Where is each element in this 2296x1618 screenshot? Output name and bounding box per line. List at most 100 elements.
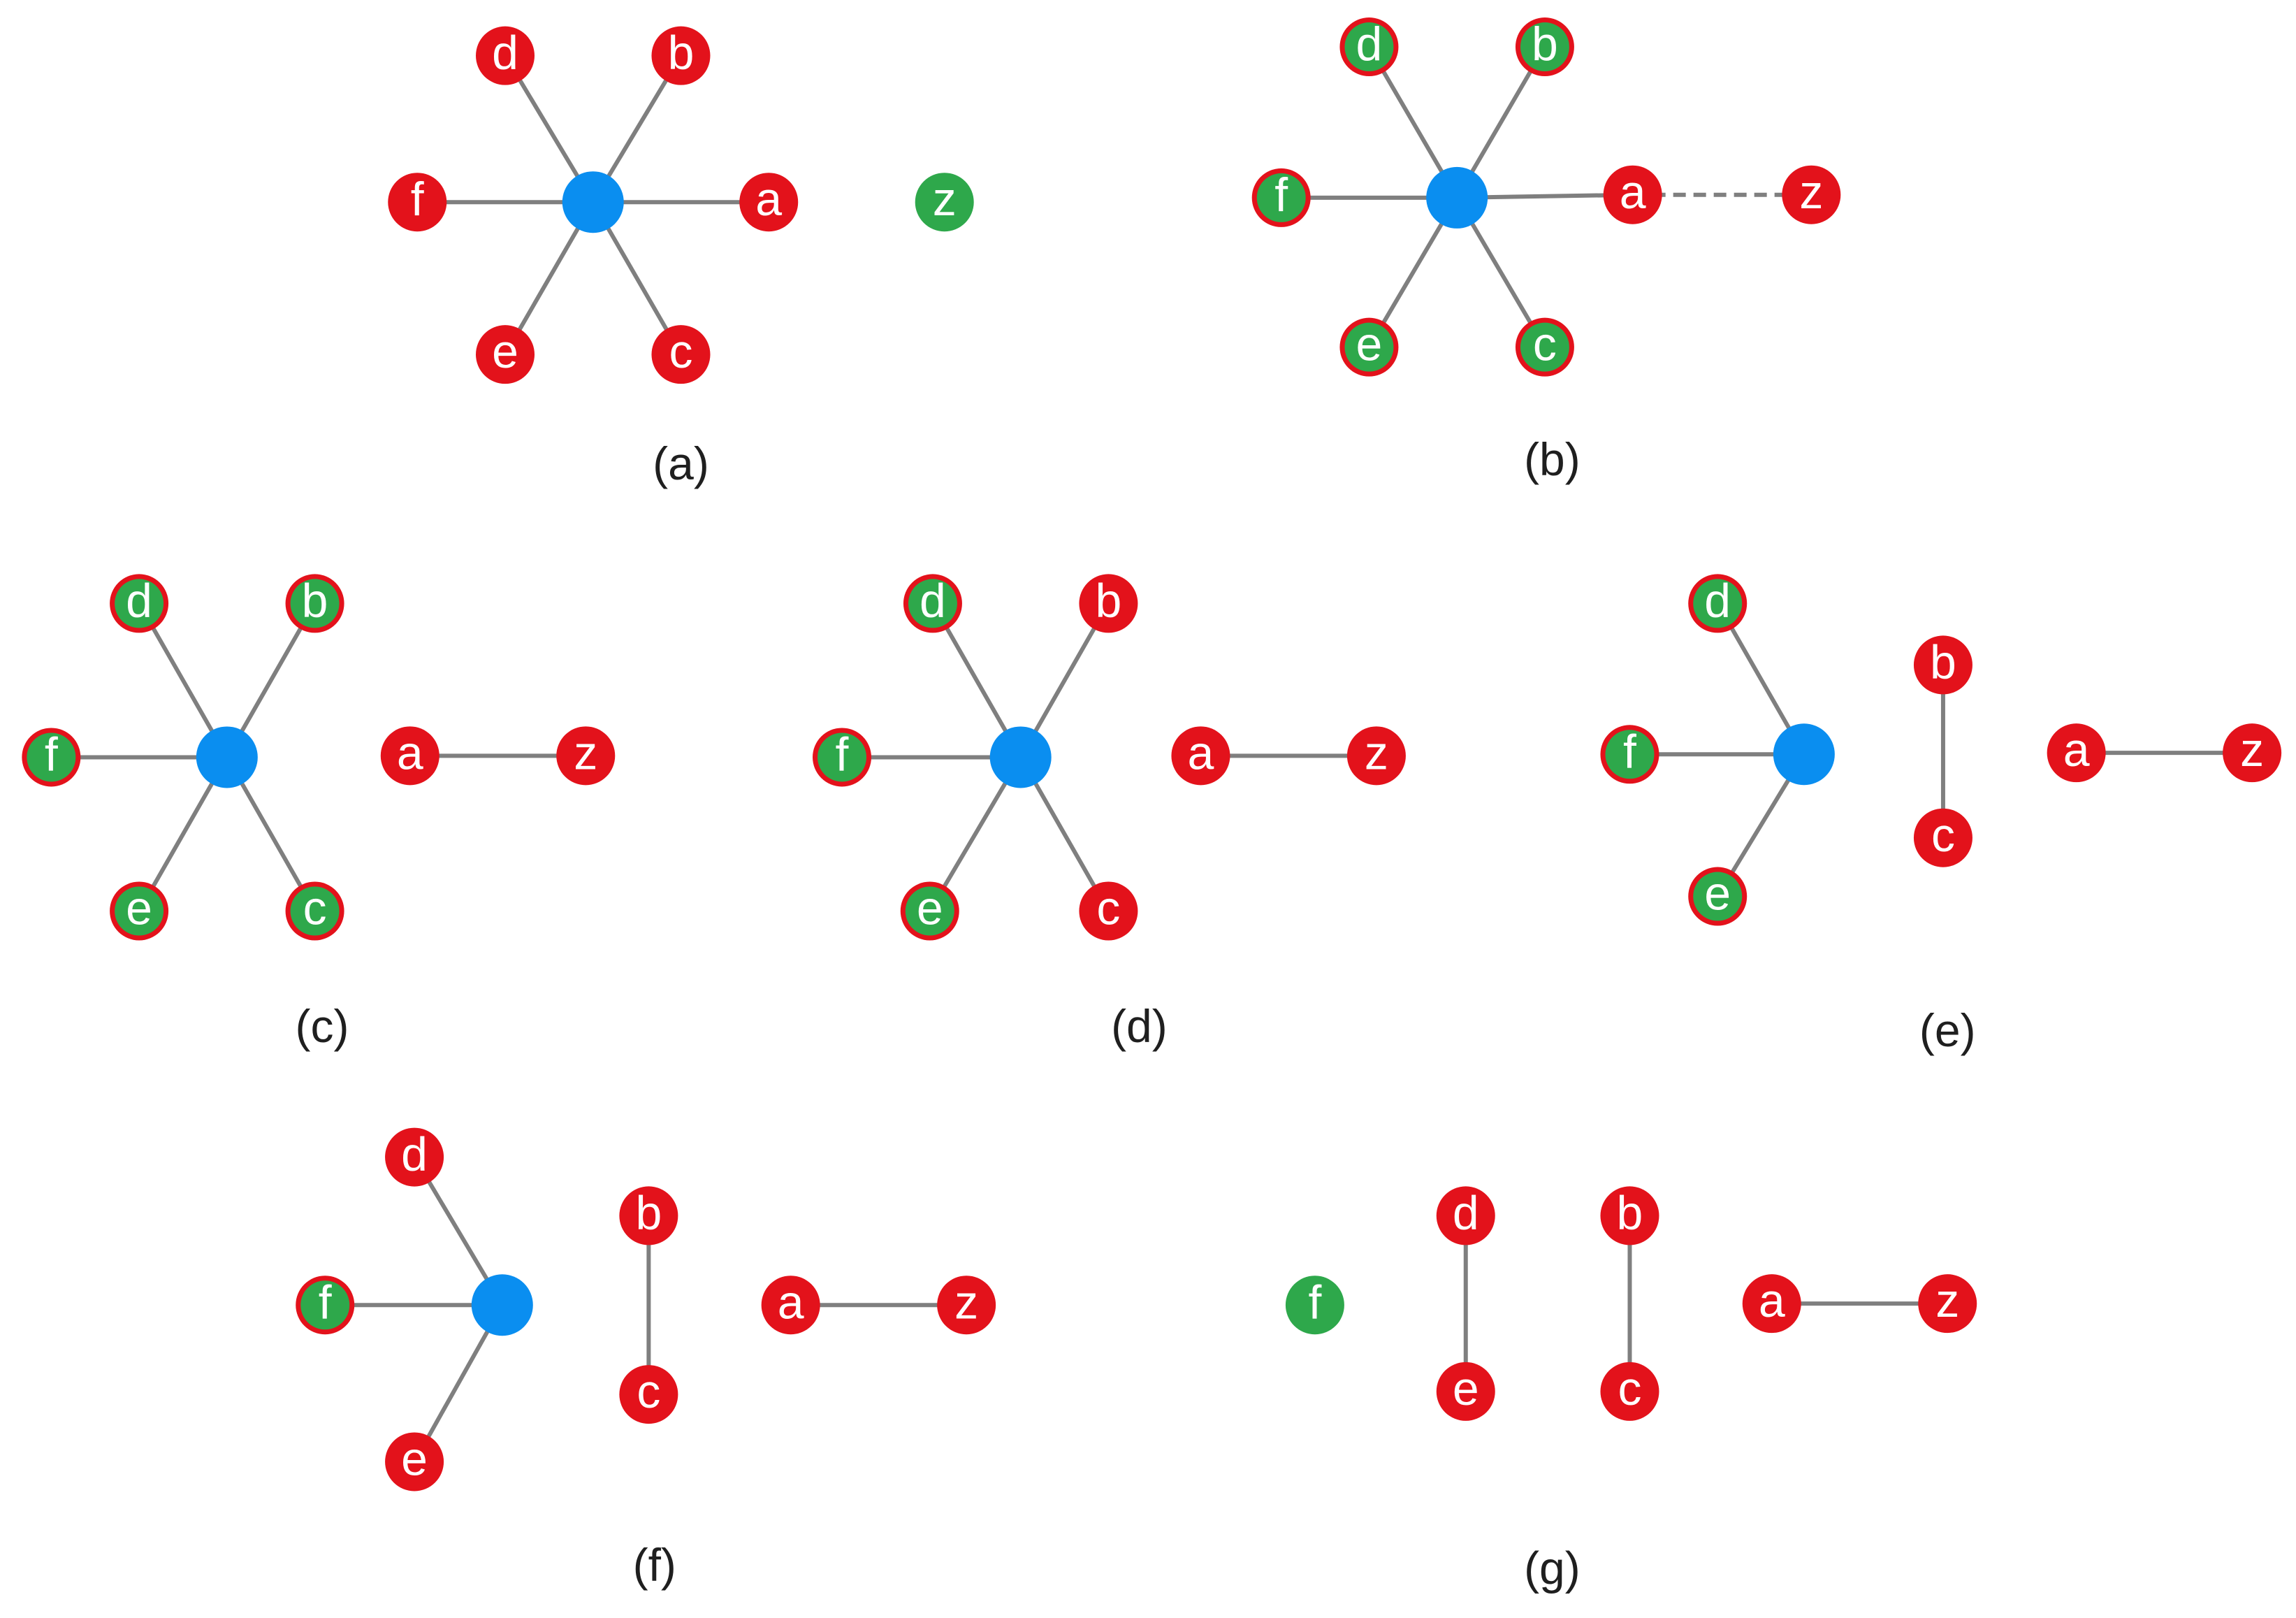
- hub-circle: [196, 726, 258, 788]
- node-d: d: [110, 574, 169, 633]
- node-circle: [1600, 1361, 1659, 1421]
- node-circle: [290, 579, 340, 628]
- node-circle: [1079, 881, 1138, 941]
- node-label: e: [1704, 867, 1731, 920]
- node-label: e: [917, 882, 943, 935]
- node-label: z: [574, 726, 597, 779]
- node-e: e: [1339, 317, 1399, 377]
- node-label: f: [411, 173, 424, 226]
- node-circle: [388, 173, 447, 232]
- node-e: e: [476, 325, 535, 384]
- panel-caption: (e): [1919, 1004, 1976, 1056]
- node-label: z: [1935, 1274, 1959, 1327]
- node-circle: [739, 173, 799, 232]
- node-label: d: [126, 574, 152, 627]
- node-z: z: [1782, 165, 1841, 224]
- node-f: f: [22, 728, 81, 787]
- node-label: d: [1356, 17, 1383, 71]
- node-a: a: [739, 173, 799, 232]
- node-label: a: [2063, 723, 2090, 777]
- node-label: b: [1930, 635, 1956, 688]
- node-circle: [1346, 726, 1406, 786]
- node-circle: [937, 1276, 996, 1335]
- panel-caption: (b): [1524, 433, 1581, 485]
- node-circle: [1344, 22, 1394, 72]
- panel-caption: (a): [653, 438, 709, 489]
- node-label: c: [303, 882, 327, 935]
- hub-circle: [471, 1274, 533, 1336]
- node-a: a: [380, 726, 439, 786]
- hub-circle: [1426, 166, 1488, 229]
- node-circle: [915, 173, 974, 232]
- node-circle: [1918, 1274, 1977, 1334]
- node-label: d: [1704, 574, 1731, 627]
- node-label: z: [1799, 166, 1823, 219]
- node-label: f: [319, 1276, 332, 1329]
- node-z: z: [1346, 726, 1406, 786]
- node-label: b: [1096, 574, 1122, 627]
- node-label: f: [1308, 1276, 1321, 1329]
- node-circle: [2223, 723, 2282, 783]
- node-d: d: [903, 574, 962, 633]
- node-circle: [300, 1280, 350, 1330]
- node-circle: [27, 732, 76, 782]
- node-circle: [619, 1186, 678, 1245]
- node-z: z: [915, 173, 974, 232]
- node-circle: [115, 579, 164, 628]
- node-circle: [476, 26, 535, 85]
- node-label: c: [1096, 882, 1120, 935]
- node-label: f: [836, 728, 849, 781]
- node-d: d: [1339, 17, 1399, 77]
- node-circle: [1693, 872, 1743, 921]
- node-circle: [1782, 165, 1841, 224]
- node-e: e: [900, 881, 959, 941]
- hub-circle: [989, 726, 1052, 788]
- node-label: a: [1620, 166, 1646, 219]
- node-label: c: [637, 1365, 660, 1418]
- node-circle: [1285, 1276, 1344, 1335]
- node-label: a: [778, 1276, 804, 1329]
- node-label: c: [1618, 1362, 1641, 1415]
- node-e: e: [1436, 1361, 1495, 1421]
- node-circle: [1605, 730, 1655, 779]
- node-circle: [1171, 726, 1230, 786]
- hub-circle: [1773, 723, 1835, 786]
- hub-node: [196, 726, 258, 788]
- node-c: c: [1600, 1361, 1659, 1421]
- node-d: d: [385, 1127, 444, 1187]
- node-circle: [651, 26, 711, 85]
- node-a: a: [761, 1276, 820, 1335]
- node-circle: [619, 1365, 678, 1424]
- node-z: z: [556, 726, 616, 786]
- node-b: b: [651, 26, 711, 85]
- node-circle: [1256, 173, 1306, 222]
- node-f: f: [1285, 1276, 1344, 1335]
- node-f: f: [296, 1276, 355, 1335]
- node-circle: [385, 1127, 444, 1187]
- node-c: c: [285, 881, 344, 941]
- node-circle: [2047, 723, 2106, 783]
- node-label: z: [1365, 726, 1388, 779]
- node-a: a: [1742, 1274, 1801, 1334]
- node-label: e: [492, 325, 518, 378]
- node-b: b: [285, 574, 344, 633]
- panel-caption: (c): [296, 1000, 349, 1052]
- node-label: c: [1931, 809, 1955, 862]
- node-c: c: [619, 1365, 678, 1424]
- node-circle: [290, 886, 340, 936]
- node-label: f: [45, 728, 58, 781]
- node-circle: [1520, 22, 1569, 72]
- hub-node: [562, 171, 624, 233]
- node-b: b: [1515, 17, 1574, 77]
- node-circle: [1436, 1361, 1495, 1421]
- node-c: c: [1913, 808, 1972, 867]
- node-label: d: [920, 574, 946, 627]
- node-label: a: [755, 173, 782, 226]
- node-circle: [1742, 1274, 1801, 1334]
